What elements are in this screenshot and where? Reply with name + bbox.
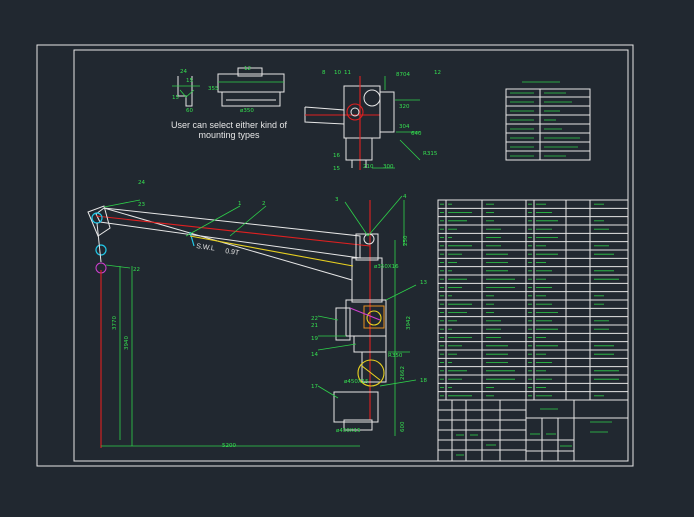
dim-value: 8704 [396,72,410,78]
dim-value: 640 [411,131,422,137]
dim-value: 600 [400,421,406,432]
balloon-label: 3 [335,197,339,203]
dim-label: 24 [180,69,187,75]
balloon-label: 13 [420,280,427,286]
balloon-label: 23 [138,202,145,208]
dim-value: 250 [403,235,409,246]
dim-value: 5200 [222,443,236,449]
title-block [437,399,629,462]
dim-label: 15 [186,78,193,84]
balloon-label: 11 [344,70,351,76]
mounting-detail: 24 15 15 60 12 355 ø350 [172,66,285,114]
dim-value: ø450X15 [344,379,369,385]
dim-value: R350 [388,353,403,359]
parameters-table [505,81,591,161]
dim-value: ø350X16 [374,264,399,270]
dim-value: 300 [383,164,394,170]
balloon-label: 4 [403,194,407,200]
balloon-label: 12 [434,70,441,76]
balloon-label: 1 [238,201,242,207]
balloon-label: 24 [138,180,145,186]
rated-load-value: 0.9T [225,248,241,257]
dim-value: 320 [399,104,410,110]
balloon-label: 22 [133,267,140,273]
balloon-label: 10 [334,70,341,76]
dim-value: 304 [399,124,410,130]
dim-label: ø350 [240,108,254,114]
balloon-label: 21 [311,323,318,329]
balloon-label: 14 [311,352,318,358]
dim-value: ø450X15 [336,428,361,434]
balloon-label: 2 [262,201,266,207]
dim-value: R315 [423,151,438,157]
balloon-label: 15 [333,166,340,172]
mounting-note-line2: mounting types [198,130,260,140]
balloon-label: 8 [322,70,326,76]
balloon-label: 16 [333,153,340,159]
outer-frame [36,44,634,467]
dim-label: 60 [186,108,193,114]
dim-value: 210 [363,164,374,170]
balloon-label: 19 [311,336,318,342]
main-elevation [87,195,417,448]
dim-bolt-holes: 355 [208,86,219,92]
dim-value: 3770 [112,316,118,330]
parts-list [437,199,629,401]
rated-load-label: S.W.L [196,243,216,253]
dim-label: 12 [244,66,251,72]
dim-value: 3940 [124,336,130,350]
balloon-label: 17 [311,384,318,390]
dim-value: 3942 [406,316,412,330]
stowed-view [304,76,421,170]
balloon-label: 18 [420,378,427,384]
balloon-label: 22 [311,316,318,322]
dim-value: 2662 [400,366,406,380]
mounting-note-line1: User can select either kind of [171,120,288,130]
dim-label: 15 [172,95,179,101]
